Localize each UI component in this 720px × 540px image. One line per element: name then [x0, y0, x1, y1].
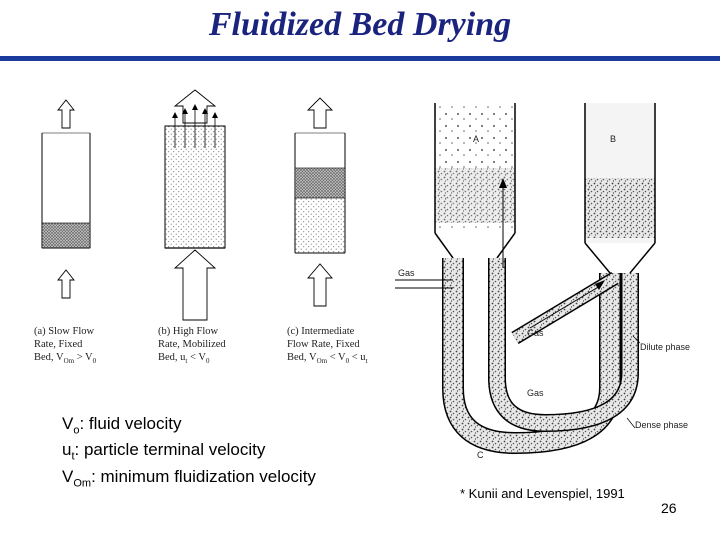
label-c: C	[477, 450, 484, 460]
label-a: A	[473, 134, 479, 144]
label-dilute-phase: Dilute phase	[640, 342, 690, 352]
fluidization-regimes-diagram: (a) Slow Flow Rate, Fixed Bed, VOm > V0 …	[34, 89, 368, 365]
column-b	[164, 89, 226, 321]
caption-b-line3: Bed, ut < V0	[158, 352, 210, 365]
column-a-vessel	[434, 103, 516, 259]
label-gas-middle: Gas	[527, 328, 544, 338]
slide-title: Fluidized Bed Drying	[208, 6, 512, 43]
caption-a-line2: Rate, Fixed	[34, 339, 83, 350]
caption-b-line1: (b) High Flow	[158, 326, 219, 337]
title-divider	[0, 56, 720, 61]
label-dense-phase: Dense phase	[635, 420, 688, 430]
caption-b-line2: Rate, Mobilized	[158, 339, 226, 350]
page-number: 26	[661, 500, 677, 516]
column-b-vessel	[584, 103, 656, 274]
label-gas-lower: Gas	[527, 388, 544, 398]
u-tube-apparatus-diagram: A B C Gas Gas Gas Dilute phase Dense pha…	[395, 103, 690, 460]
caption-c-line2: Flow Rate, Fixed	[287, 339, 360, 350]
caption-c-line1: (c) Intermediate	[287, 326, 355, 337]
legend-vom: VOm: minimum fluidization velocity	[62, 466, 316, 490]
caption-a-line1: (a) Slow Flow	[34, 326, 95, 337]
caption-a-line3: Bed, VOm > V0	[34, 352, 97, 365]
column-a	[41, 99, 91, 299]
legend-v0: Vo: fluid velocity	[62, 414, 182, 437]
caption-c-line3: Bed, VOm < V0 < ut	[287, 352, 368, 365]
label-gas-inlet: Gas	[398, 268, 415, 278]
label-b: B	[610, 134, 616, 144]
u-tube-inner	[488, 258, 639, 433]
legend-ut: ut: particle terminal velocity	[62, 440, 266, 463]
source-citation: * Kunii and Levenspiel, 1991	[460, 486, 625, 501]
column-c	[294, 97, 346, 307]
variable-legend: Vo: fluid velocity ut: particle terminal…	[62, 414, 402, 493]
